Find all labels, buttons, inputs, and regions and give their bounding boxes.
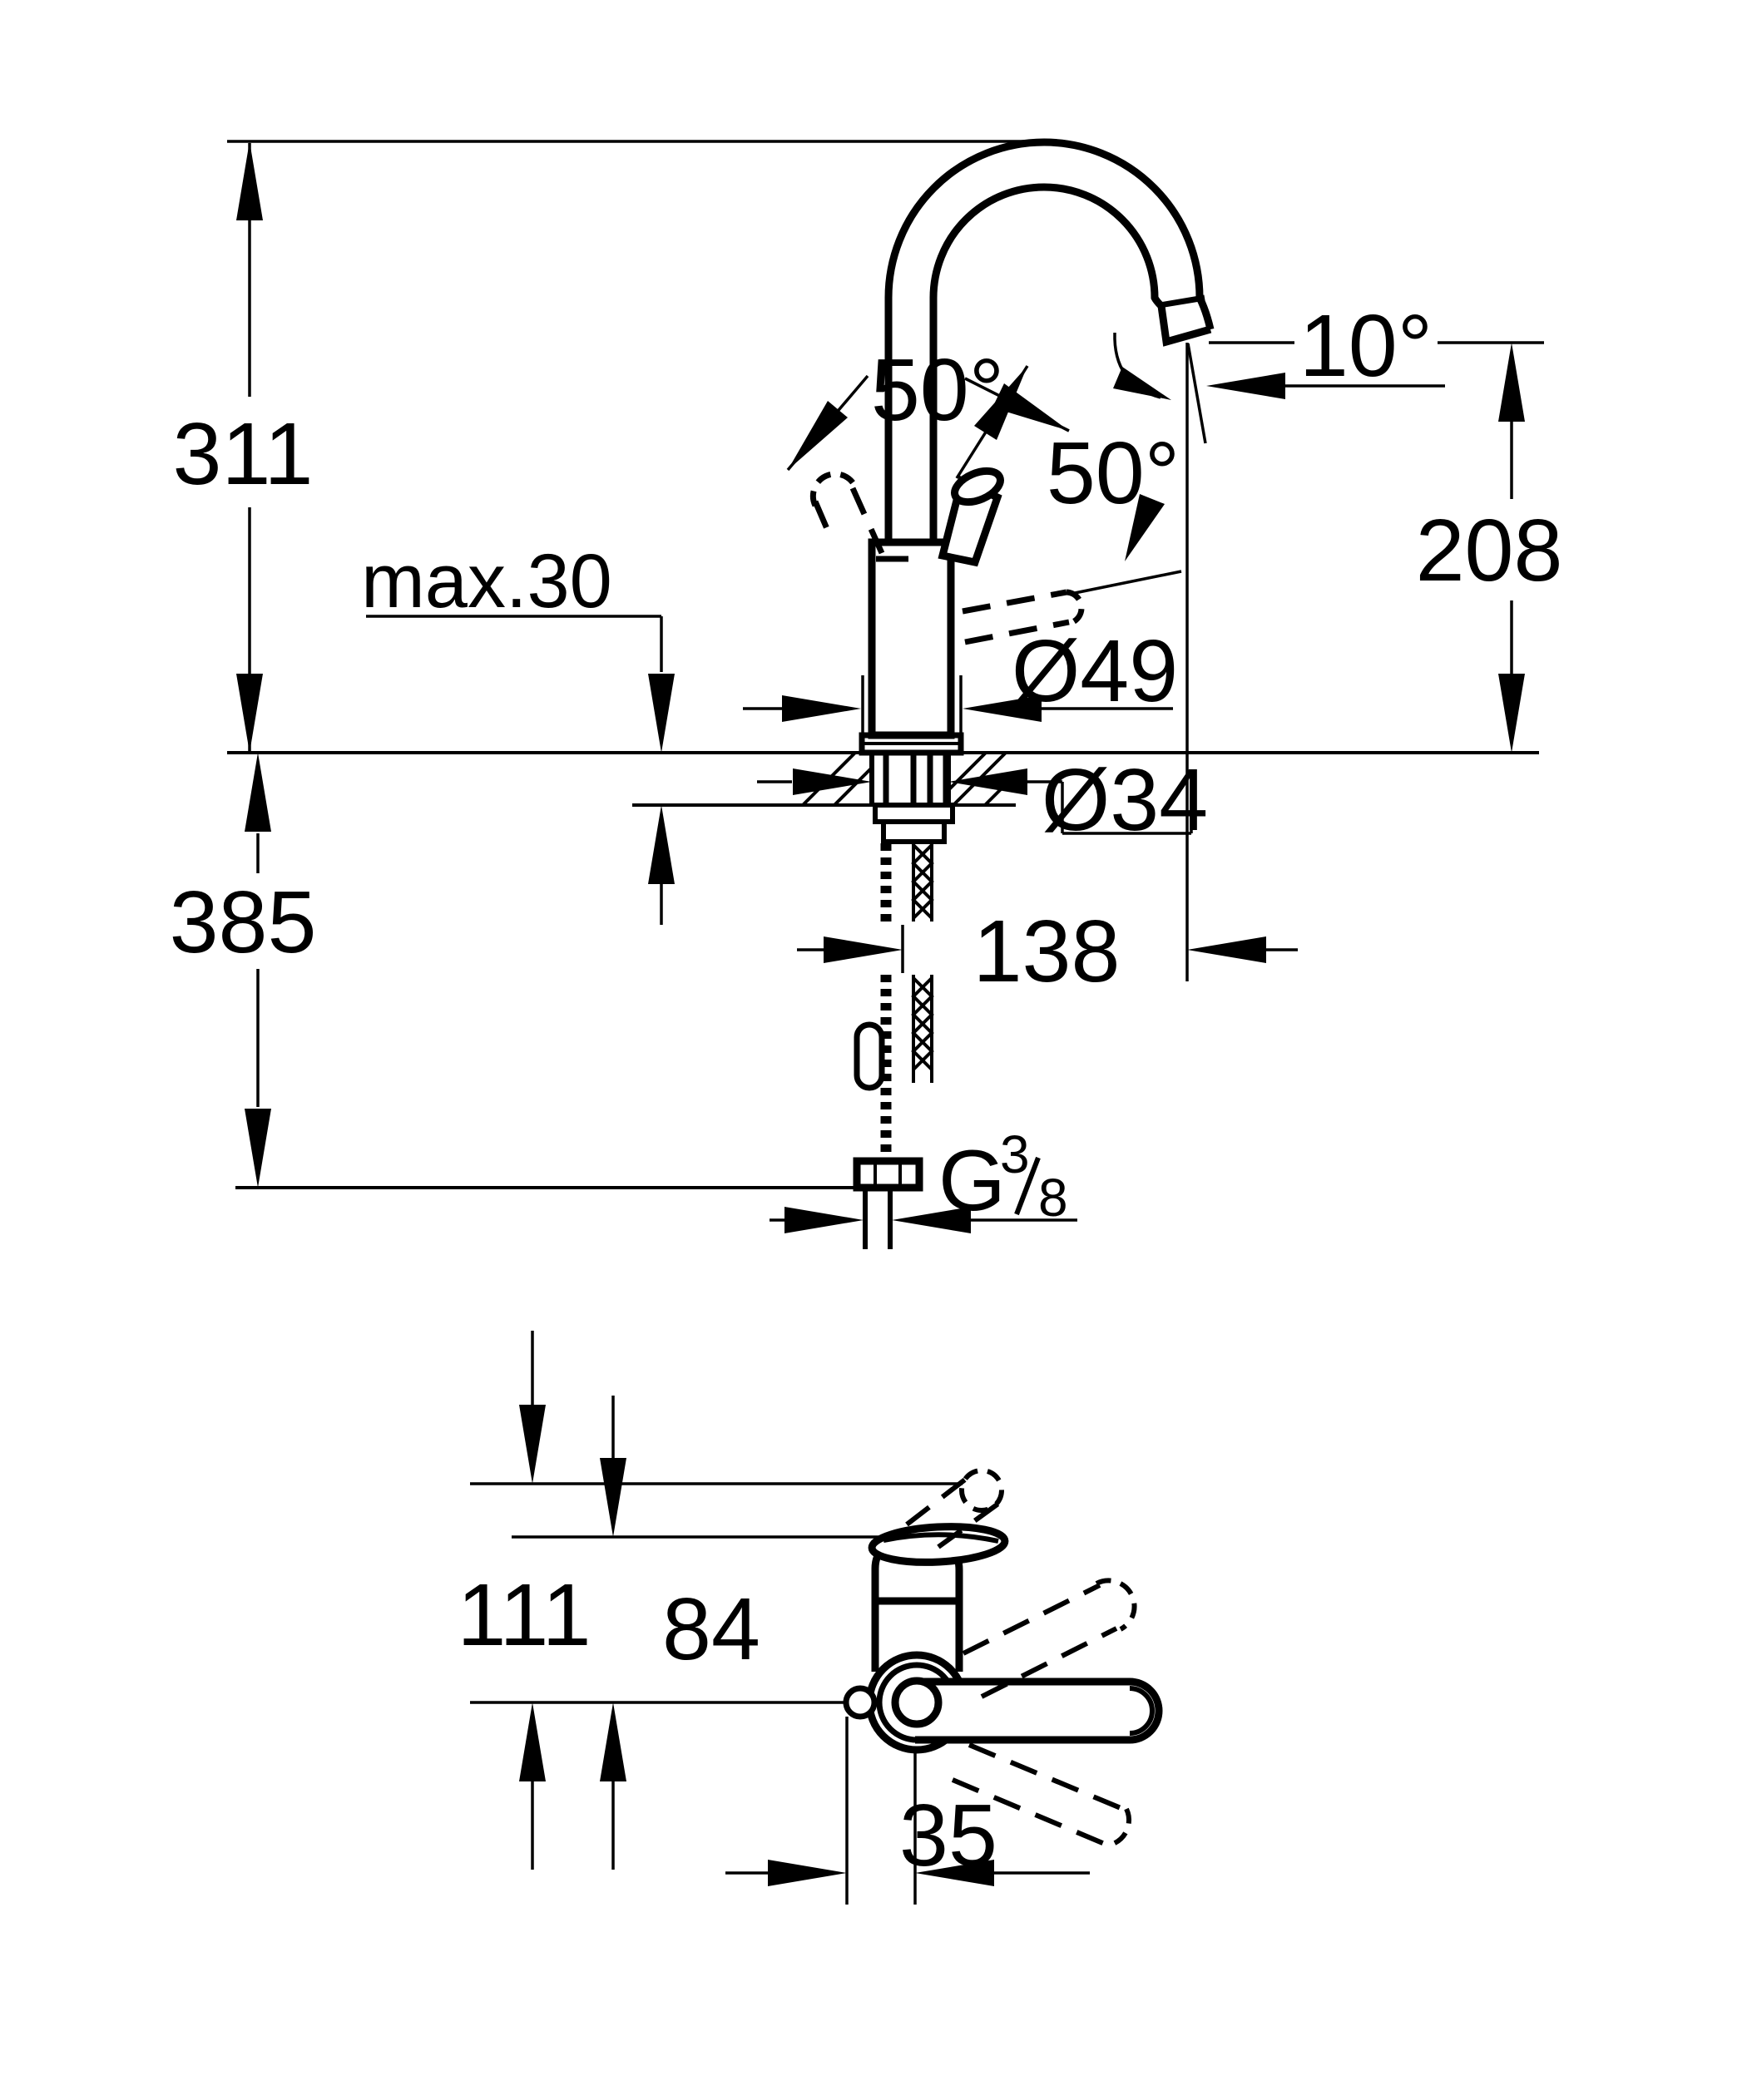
lever-dashed-left [809,471,885,555]
dim-208: 208 [1416,343,1563,753]
braided-hose-upper [911,842,934,922]
aerator-joint-line [1159,294,1205,309]
lever-plan-dashed-upper [962,1578,1137,1699]
spout-tip-outline [1157,305,1212,347]
arrow-right-icon [782,695,861,722]
dim-g38: G 3 8 [770,1124,1077,1233]
faucet-body [868,538,955,739]
arrow-up-icon [648,805,675,884]
handle-dashed-flanks [905,1477,1000,1549]
lever-plan-dashed-lower [951,1742,1132,1848]
dim-50deg-left: 50° [786,341,1070,472]
hose-toggle [854,1021,885,1091]
dim-84-label: 84 [662,1580,760,1678]
dim-138-label: 138 [973,902,1121,1001]
dim-84: 84 [600,1396,760,1870]
spout-inner-outline [929,183,1165,546]
dim-35: 35 [725,1717,1090,1905]
arrow-down-left-icon [788,401,848,470]
dia49-extension-lines [861,675,963,739]
arrow-left-icon [915,1860,994,1886]
arrow-left-icon [948,768,1027,795]
dim-dia49: Ø49 [743,622,1178,739]
dim-dia34-label: Ø34 [1042,751,1208,849]
arrow-right-icon [824,936,903,963]
dim-35-extensions [845,1717,917,1905]
arrow-down-icon [519,1405,546,1484]
arrow-right-icon [793,768,872,795]
dim-10deg: 10° [1113,297,1544,981]
lever-dashed-right [962,589,1085,645]
dim-111: 111 [457,1331,591,1870]
dim-10deg-label: 10° [1299,297,1433,395]
handle-dashed-knob [959,1468,1004,1513]
connection-nut-facets [874,1161,902,1188]
connection-tube [863,1188,893,1249]
arrow-left-icon [1206,373,1285,399]
dim-dia34: Ø34 [757,751,1208,849]
dim-111-label: 111 [457,1566,591,1664]
arrow-up-icon [1498,343,1525,422]
dim-311: 311 [173,141,314,753]
arrow-up-icon [519,1702,546,1781]
dim-385: 385 [170,753,317,1188]
arrow-right-icon [784,1207,864,1233]
dim-208-label: 208 [1416,502,1563,600]
threaded-shank [883,753,949,805]
dim-50deg-right: 50° [955,365,1182,595]
handle-plan-detail [883,1532,999,1544]
mounting-nut [881,819,947,844]
arrow-left-icon [892,1207,971,1233]
arrow-right-icon [768,1860,847,1886]
pivot-ball [843,1685,878,1720]
spout-axis-tilted [1186,343,1207,444]
g38-fraction-slash [1014,1156,1041,1216]
lever-knob [951,467,1004,506]
arrow-down-icon [1498,674,1525,753]
arrow-up-icon [600,1702,626,1781]
lever-plan-endcap-line [1129,1686,1155,1736]
arrow-right-icon [1113,367,1171,400]
lever-plan-solid [915,1678,1163,1744]
faucet-plan-artwork [843,1468,1163,1848]
arrow-down-left-icon [1125,494,1165,561]
dim-385-label: 385 [170,873,317,971]
arrow-left-icon [1187,936,1266,963]
dim-35-label: 35 [899,1786,997,1885]
pivot-inner-circle [891,1677,943,1728]
arrow-up-right-icon [974,366,1027,440]
arrow-down-icon [245,1109,271,1188]
dashed-handle-axis-ext [1074,570,1182,595]
g38-denominator: 8 [1038,1168,1068,1228]
dia34-leader [757,780,1193,835]
g38-numerator: 3 [1000,1124,1030,1184]
dim-max30-leader [366,615,663,925]
dim-dia49-label: Ø49 [1012,622,1178,720]
arrow-left-icon [963,695,1042,722]
front-view: 311 max.30 385 208 10° [170,138,1563,1249]
g38-letter: G [938,1133,1006,1229]
arrow-down-icon [236,674,263,753]
arrow-down-icon [600,1458,626,1537]
arrow-up-icon [245,753,271,832]
dim-max30: max.30 [361,539,675,925]
dim-311-label: 311 [173,405,314,503]
faucet-front-artwork [809,138,1215,1249]
connection-nut [853,1157,923,1192]
dim-max30-label: max.30 [361,539,612,624]
dim-138: 138 [797,902,1298,1001]
arrow-up-icon [236,141,263,220]
arrow-down-icon [648,674,675,753]
top-view: 111 84 35 [457,1331,1163,1905]
braided-hose-lower [911,975,934,1083]
